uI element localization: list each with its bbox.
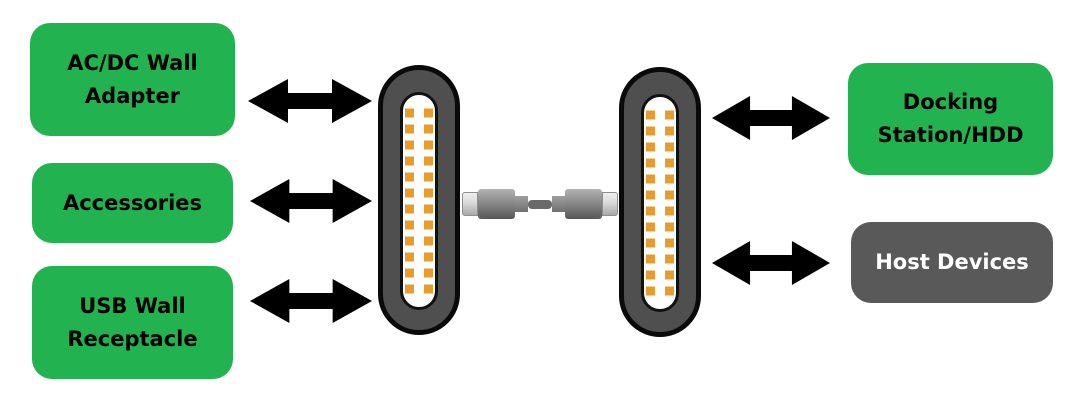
usb-c-slot (400, 92, 438, 310)
cable-plug-body (565, 189, 602, 219)
connector-pin (424, 172, 433, 182)
connector-pin (405, 156, 414, 166)
connector-pin (665, 158, 674, 168)
usb-c-cable-icon (462, 189, 618, 219)
pin-column-left (405, 108, 414, 294)
connector-pin (646, 142, 655, 152)
connector-pin (646, 174, 655, 184)
connector-pin (405, 204, 414, 214)
cable-wire (528, 199, 552, 209)
connector-pin (646, 222, 655, 232)
connector-pin (665, 126, 674, 136)
connector-pin (405, 252, 414, 262)
connector-pin (424, 156, 433, 166)
node-label-line: USB Wall (79, 293, 186, 318)
cable-plug-tip (462, 192, 478, 216)
connector-pin (665, 222, 674, 232)
connector-pin (424, 268, 433, 278)
connector-pin (405, 220, 414, 230)
connector-pin (646, 286, 655, 296)
connector-pin (665, 110, 674, 120)
pin-column-left (646, 110, 655, 296)
connector-pin (424, 284, 433, 294)
node-usb-wall-receptacle: USB Wall Receptacle (32, 266, 233, 379)
connector-pin (665, 174, 674, 184)
double-arrow-icon (712, 95, 830, 141)
connector-pin (646, 110, 655, 120)
connector-pin (646, 190, 655, 200)
node-label-line: Accessories (62, 190, 203, 215)
cable-plug-body (478, 189, 515, 219)
connector-pin (405, 188, 414, 198)
connector-pin (424, 236, 433, 246)
connector-pin (665, 206, 674, 216)
usb-c-connector-right-icon (619, 67, 701, 337)
connector-pin (405, 236, 414, 246)
connector-pin (665, 190, 674, 200)
connector-pin (665, 270, 674, 280)
usb-c-slot (641, 94, 679, 312)
node-label-line: Host Devices (875, 250, 1029, 274)
node-label-line: Station/HDD (877, 123, 1024, 147)
node-docking-station-hdd: Docking Station/HDD (848, 63, 1053, 175)
node-label-line: Adapter (84, 83, 181, 108)
connector-pin (424, 108, 433, 118)
node-acdc-wall-adapter: AC/DC Wall Adapter (30, 23, 235, 136)
connector-pin (424, 188, 433, 198)
connector-pin (405, 124, 414, 134)
double-arrow-icon (250, 278, 372, 324)
connector-pin (646, 270, 655, 280)
cable-plug-tip (602, 192, 618, 216)
double-arrow-icon (712, 240, 830, 286)
connector-pin (405, 268, 414, 278)
double-arrow-icon (250, 178, 372, 224)
node-accessories: Accessories (32, 163, 233, 243)
connector-pin (405, 140, 414, 150)
connector-pin (424, 252, 433, 262)
connector-pin (665, 238, 674, 248)
connector-pin (424, 220, 433, 230)
connector-pin (424, 140, 433, 150)
connector-pin (665, 254, 674, 264)
connector-pin (405, 172, 414, 182)
node-label-line: AC/DC Wall (67, 50, 198, 75)
connector-pin (665, 142, 674, 152)
connector-pin (405, 108, 414, 118)
node-label-line: Docking (902, 90, 999, 114)
node-label-line: Receptacle (67, 326, 198, 351)
connector-pin (646, 254, 655, 264)
connector-pin (646, 126, 655, 136)
pin-column-right (665, 110, 674, 296)
connector-pin (665, 286, 674, 296)
double-arrow-icon (248, 78, 372, 124)
connector-pin (424, 204, 433, 214)
pin-column-right (424, 108, 433, 294)
cable-strain-relief (515, 196, 528, 212)
node-host-devices: Host Devices (851, 222, 1053, 303)
connector-pin (424, 124, 433, 134)
connector-pin (646, 206, 655, 216)
connector-pin (405, 284, 414, 294)
connector-pin (646, 158, 655, 168)
usb-c-connector-left-icon (378, 65, 460, 335)
cable-strain-relief (552, 196, 565, 212)
connector-pin (646, 238, 655, 248)
